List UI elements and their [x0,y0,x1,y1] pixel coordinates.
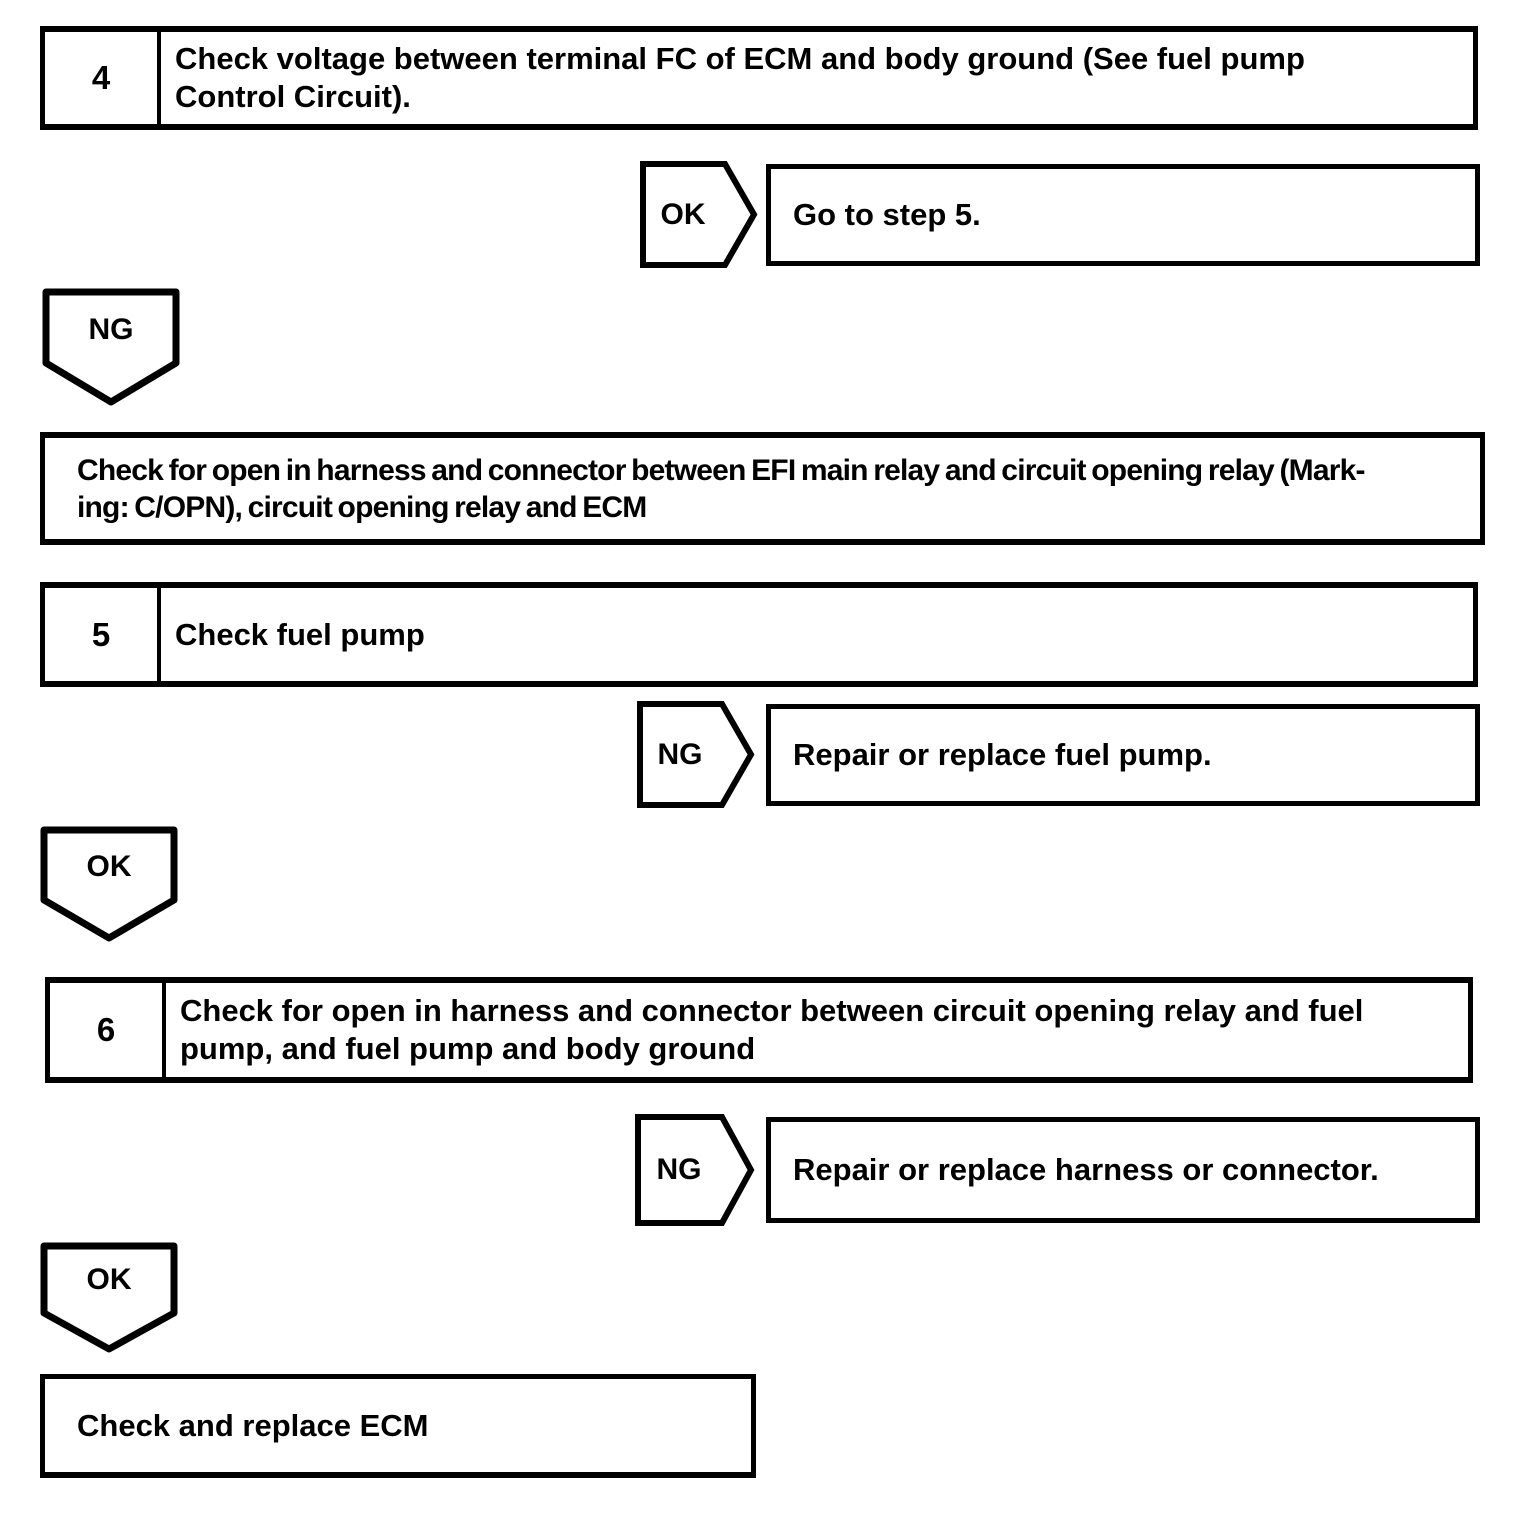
result-text: Go to step 5. [793,197,981,232]
result-box-repair-fuel-pump: Repair or replace fuel pump. [766,704,1480,806]
step-box-5: 5 Check fuel pump [40,582,1478,687]
right-arrow-pentagon-icon [635,1114,755,1226]
step-box-4: 4 Check voltage between terminal FC of E… [40,26,1478,130]
down-arrow-pentagon-icon [40,826,178,942]
step-text-line: Check for open in harness and connector … [180,993,1364,1028]
step-text-line: Control Circuit). [175,79,411,114]
step-number: 6 [50,983,166,1077]
step-box-6: 6 Check for open in harness and connecto… [45,977,1473,1083]
branch-connector-ok-step4: OK [640,161,758,268]
connector-label: OK [86,849,132,883]
right-arrow-pentagon-icon [640,161,758,268]
result-text: Repair or replace fuel pump. [793,737,1212,772]
action-box-check-harness-relay: Check for open in harness and connector … [40,432,1485,545]
step-text-line: Check fuel pump [175,616,425,652]
action-text-line: ing: C/OPN), circuit opening relay and E… [77,490,647,524]
down-connector-ok-step5: OK [40,826,178,943]
step-number: 5 [45,588,161,681]
result-box-repair-harness-connector: Repair or replace harness or connector. [766,1117,1480,1223]
result-text: Repair or replace harness or connector. [793,1152,1379,1187]
branch-connector-ng-step5: NG [637,701,755,808]
connector-label: OK [86,1263,132,1296]
branch-label: NG [656,1153,702,1186]
action-text-line: Check and replace ECM [77,1408,429,1443]
down-connector-ng-step4: NG [42,288,180,407]
step-text-line: pump, and fuel pump and body ground [180,1031,756,1066]
action-box-check-replace-ecm: Check and replace ECM [40,1374,756,1478]
branch-connector-ng-step6: NG [635,1114,755,1226]
branch-label: NG [657,737,703,771]
branch-label: OK [660,197,706,231]
down-arrow-pentagon-icon [42,288,180,406]
action-text-line: Check for open in harness and connector … [77,453,1365,487]
right-arrow-pentagon-icon [637,701,755,808]
down-arrow-pentagon-icon [40,1242,178,1353]
connector-label: NG [88,312,134,346]
result-box-go-to-step-5: Go to step 5. [766,164,1480,266]
down-connector-ok-step6: OK [40,1242,178,1354]
step-number: 4 [45,32,161,124]
step-text-line: Check voltage between terminal FC of ECM… [175,41,1305,76]
